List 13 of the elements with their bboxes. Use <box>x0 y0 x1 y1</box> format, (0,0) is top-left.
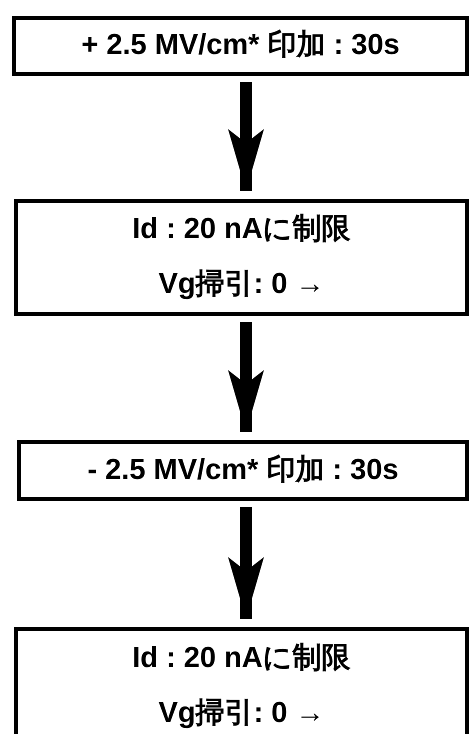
step-text: Id : 20 nAに制限 <box>132 642 351 674</box>
process-box <box>14 627 469 734</box>
step-text: + 2.5 MV/cm* 印加 : 30s <box>81 30 400 62</box>
arrow <box>228 322 264 432</box>
step-text: Id : 20 nAに制限 <box>132 214 351 246</box>
step-text: - 2.5 MV/cm* 印加 : 30s <box>87 454 399 486</box>
arrow <box>228 82 264 191</box>
process-box <box>17 440 469 501</box>
process-box <box>14 199 469 316</box>
process-box <box>12 16 469 76</box>
step-text: Vg掃引: 0 → <box>158 698 324 730</box>
step-text: Vg掃引: 0 → <box>158 268 324 301</box>
arrow <box>228 507 264 619</box>
